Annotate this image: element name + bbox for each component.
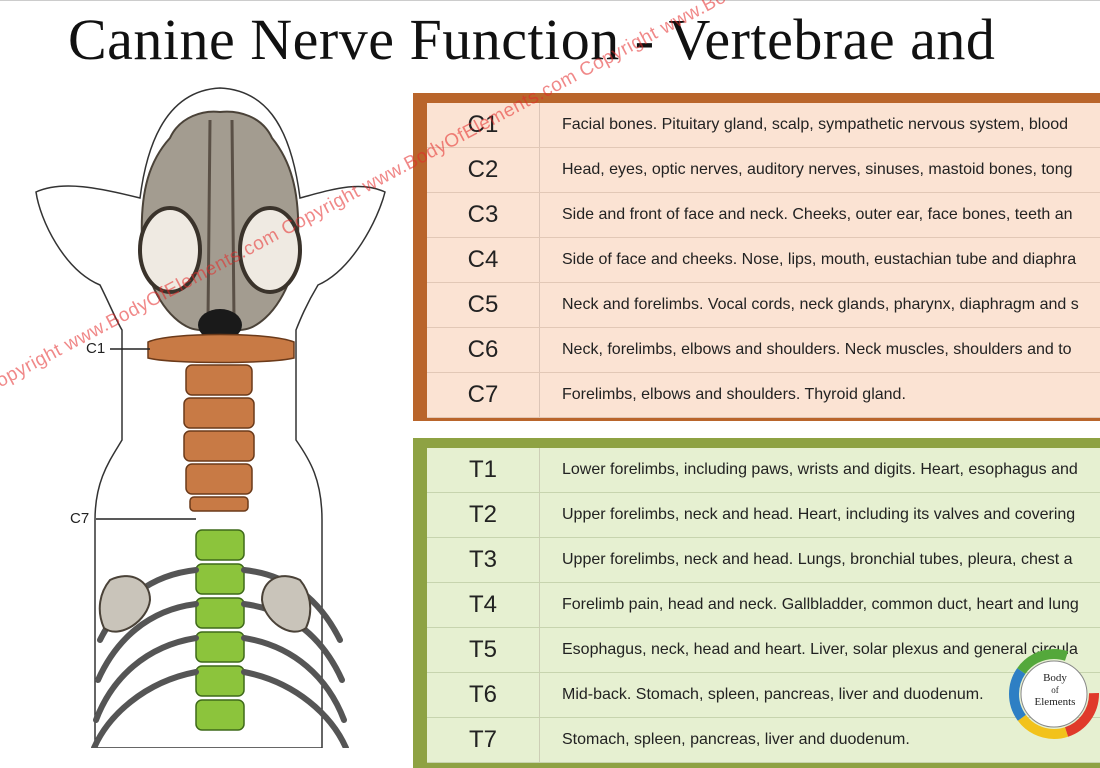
- table-row: C5 Neck and forelimbs. Vocal cords, neck …: [427, 283, 1100, 328]
- head-outline: [35, 87, 386, 748]
- left-eye-socket: [138, 206, 202, 294]
- table-row: T2 Upper forelimbs, neck and head. Heart,…: [427, 493, 1100, 538]
- table-row: T1 Lower forelimbs, including paws, wrist…: [427, 448, 1100, 493]
- nerve-function-description: Stomach, spleen, pancreas, liver and duo…: [562, 731, 910, 748]
- table-row: T6 Mid-back. Stomach, spleen, pancreas, l…: [427, 673, 1100, 718]
- vertebra-code: T1: [427, 448, 540, 492]
- vertebra-code: T3: [427, 538, 540, 582]
- nerve-function-description: Upper forelimbs, neck and head. Lungs, b…: [562, 551, 1073, 568]
- poster-frame: [0, 0, 1100, 1]
- c7-label: C7: [70, 510, 90, 527]
- nerve-function-description: Facial bones. Pituitary gland, scalp, sy…: [562, 116, 1069, 133]
- dog-skeleton-illustration: [35, 87, 386, 748]
- nerve-function-description: Forelimb pain, head and neck. Gallbladde…: [562, 596, 1079, 613]
- vertebra-code: C3: [427, 193, 540, 237]
- cervical-vertebrae: [147, 333, 295, 512]
- nerve-function-description: Forelimbs, elbows and shoulders. Thyroid…: [562, 386, 906, 403]
- nerve-function-description: Lower forelimbs, including paws, wrists …: [562, 461, 1078, 478]
- table-row: C7 Forelimbs, elbows and shoulders. Thyro…: [427, 373, 1100, 418]
- table-row: C4 Side of face and cheeks. Nose, lips, m…: [427, 238, 1100, 283]
- table-row: C1 Facial bones. Pituitary gland, scalp, …: [427, 103, 1100, 148]
- table-row: C3 Side and front of face and neck. Cheek…: [427, 193, 1100, 238]
- table-row: T5 Esophagus, neck, head and heart. Liver…: [427, 628, 1100, 673]
- vertebra-code: C7: [427, 373, 540, 417]
- thoracic-panel: T1 Lower forelimbs, including paws, wrist…: [413, 438, 1100, 768]
- skull-ridge: [206, 119, 236, 321]
- table-row: C2 Head, eyes, optic nerves, auditory ner…: [427, 148, 1100, 193]
- cervical-table: C1 Facial bones. Pituitary gland, scalp, …: [427, 103, 1100, 418]
- logo-line-1: Body: [1043, 672, 1067, 684]
- vertebra-code: T2: [427, 493, 540, 537]
- nerve-function-description: Side of face and cheeks. Nose, lips, mou…: [562, 251, 1077, 268]
- left-shoulder-blade: [98, 575, 152, 633]
- thoracic-vertebrae: [195, 529, 245, 731]
- vertebra-code: C2: [427, 148, 540, 192]
- nasal-opening: [198, 309, 242, 341]
- nerve-function-description: Mid-back. Stomach, spleen, pancreas, liv…: [562, 686, 984, 703]
- vertebra-code: C4: [427, 238, 540, 282]
- nerve-function-description: Neck and forelimbs. Vocal cords, neck gl…: [562, 296, 1079, 313]
- nerve-function-description: Esophagus, neck, head and heart. Liver, …: [562, 641, 1078, 658]
- vertebra-code: C1: [427, 103, 540, 147]
- logo-line-2: of: [1051, 685, 1059, 695]
- vertebra-code: C6: [427, 328, 540, 372]
- nerve-function-description: Side and front of face and neck. Cheeks,…: [562, 206, 1073, 223]
- table-row: T7 Stomach, spleen, pancreas, liver and d…: [427, 718, 1100, 763]
- right-eye-socket: [238, 206, 302, 294]
- logo-line-3: Elements: [1034, 696, 1076, 708]
- vertebra-code: T7: [427, 718, 540, 762]
- nerve-function-description: Neck, forelimbs, elbows and shoulders. N…: [562, 341, 1072, 358]
- table-row: T4 Forelimb pain, head and neck. Gallblad…: [427, 583, 1100, 628]
- vertebra-code: C5: [427, 283, 540, 327]
- thoracic-table: T1 Lower forelimbs, including paws, wrist…: [427, 448, 1100, 763]
- logo-text: Body of Elements: [1026, 672, 1084, 708]
- vertebra-code: T6: [427, 673, 540, 717]
- vertebra-code: T5: [427, 628, 540, 672]
- c1-label: C1: [86, 340, 106, 357]
- table-row: T3 Upper forelimbs, neck and head. Lungs,…: [427, 538, 1100, 583]
- cervical-panel: C1 Facial bones. Pituitary gland, scalp, …: [413, 93, 1100, 421]
- nerve-function-description: Upper forelimbs, neck and head. Heart, i…: [562, 506, 1076, 523]
- vertebra-code: T4: [427, 583, 540, 627]
- nerve-function-description: Head, eyes, optic nerves, auditory nerve…: [562, 161, 1073, 178]
- right-shoulder-blade: [260, 575, 312, 633]
- poster-title: Canine Nerve Function - Vertebrae and: [68, 7, 996, 72]
- table-row: C6 Neck, forelimbs, elbows and shoulders.…: [427, 328, 1100, 373]
- body-of-elements-logo: [1009, 649, 1099, 739]
